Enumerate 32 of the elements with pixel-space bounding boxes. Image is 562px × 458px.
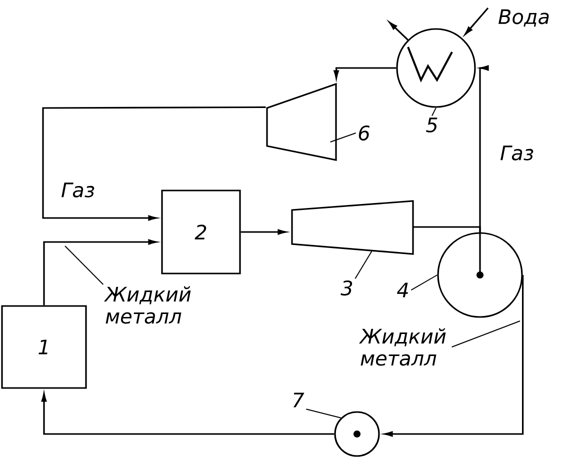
turbine-shape [266,82,337,161]
callout-number: 5 [426,118,438,132]
leader-line [432,107,436,116]
flow-arrow [41,393,334,435]
callout-number: 6 [358,125,370,141]
flow-label: Газ [62,182,94,198]
leader-line [330,132,356,142]
flow-label: Вода [498,9,549,27]
flow-label: Жидкий металл [104,286,191,324]
flow-arrow [43,239,157,306]
leader-line [410,274,438,290]
flow-arrow [389,22,408,40]
flow-arrow [479,65,489,275]
nozzle-shape [291,200,414,255]
callout-number: 4 [397,282,408,298]
heat-exchanger-circle [396,28,476,108]
flow-arrow [464,7,489,35]
leader-line [64,246,104,285]
leader-line [354,250,372,280]
flow-label: Газ [500,146,534,160]
leader-line [306,408,342,418]
separator-circle [437,232,523,318]
process-box: 1 [1,305,87,389]
process-box: 2 [161,190,241,274]
flow-label: Жидкий металл [358,328,446,366]
callout-number: 3 [340,280,352,296]
flow-arrow [42,106,266,221]
flow-arrow [384,275,524,437]
flow-arrow [240,229,286,235]
leader-line [451,320,520,348]
callout-number: 7 [294,392,304,408]
pump-circle [334,411,380,457]
